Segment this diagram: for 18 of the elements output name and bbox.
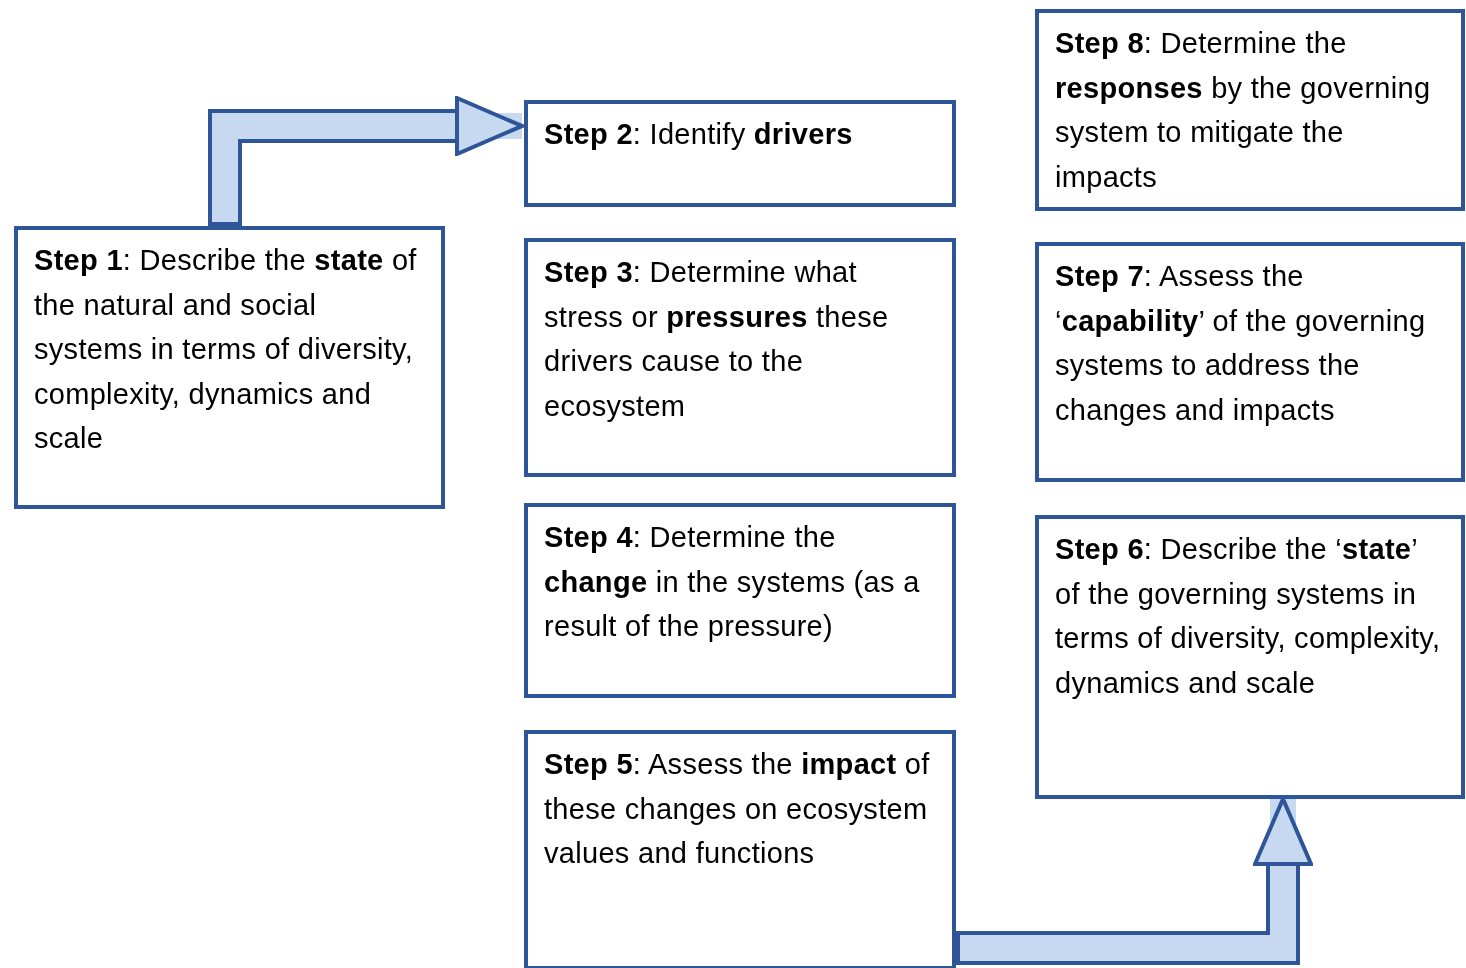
step-text: Step 5: Assess the impact of these changes on ecosystem values and functions <box>544 747 931 871</box>
step-text: Step 6: Describe the ‘state’ of the governing systems in terms of diversity, complexity, dynamics and scale <box>1055 532 1442 701</box>
step-box <box>1035 242 1465 482</box>
step-text: Step 3: Determine what stress or pressures these drivers cause to the ecosystem <box>544 255 890 424</box>
step-box <box>524 100 956 207</box>
step-box <box>524 730 956 968</box>
step-box <box>1035 9 1465 211</box>
step-text: Step 4: Determine the change in the systems (as a result of the pressure) <box>544 520 921 644</box>
step-text: Step 2: Identify drivers <box>544 117 854 152</box>
step-box <box>14 226 445 509</box>
step-text: Step 1: Describe the state of the natural and social systems in terms of diversity, complexity, dynamics and scale <box>34 243 418 456</box>
step-box <box>524 238 956 477</box>
step-text: Step 7: Assess the ‘capability’ of the governing systems to address the changes and impacts <box>1055 259 1427 428</box>
step-box <box>524 503 956 698</box>
block-arrow <box>208 96 524 226</box>
step-text: Step 8: Determine the responses by the governing system to mitigate the impacts <box>1055 26 1432 195</box>
block-arrow <box>956 797 1313 965</box>
step-box <box>1035 515 1465 799</box>
